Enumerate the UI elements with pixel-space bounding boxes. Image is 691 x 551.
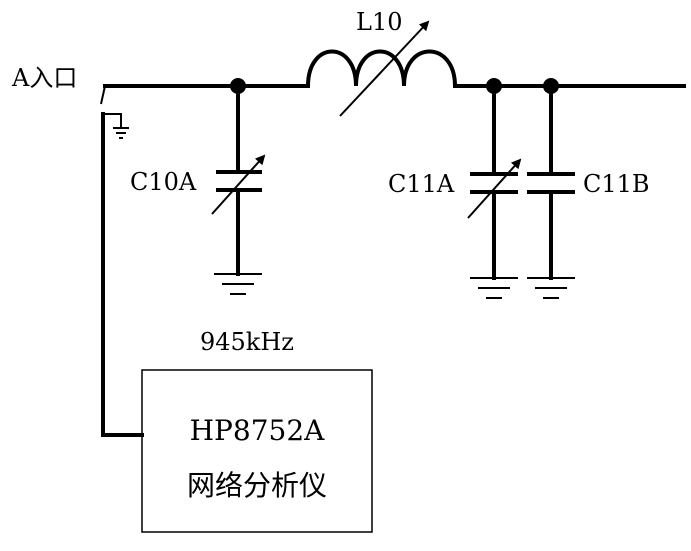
cap-c10a-label: C10A <box>130 168 197 196</box>
input-label: A入口 <box>11 64 77 92</box>
analyzer-model: HP8752A <box>190 414 326 447</box>
analyzer-name: 网络分析仪 <box>187 469 327 502</box>
analyzer-lead <box>101 112 144 437</box>
cap-c11a-label: C11A <box>388 170 455 198</box>
inductor-label: L10 <box>356 8 402 36</box>
capacitor-c10a-icon <box>211 84 266 276</box>
cap-c11b-label: C11B <box>583 170 650 198</box>
ground-c11b-icon <box>527 277 575 299</box>
input-terminal <box>100 84 240 105</box>
frequency-label: 945kHz <box>200 328 294 356</box>
inductor-l10-icon <box>305 20 458 117</box>
network-analyzer-box <box>141 369 373 533</box>
capacitor-c11a-icon <box>467 84 522 280</box>
probe-ground-icon <box>103 113 129 139</box>
ground-c10a-icon <box>214 273 262 295</box>
capacitor-c11b-icon <box>527 84 575 280</box>
ground-c11a-icon <box>470 277 518 299</box>
